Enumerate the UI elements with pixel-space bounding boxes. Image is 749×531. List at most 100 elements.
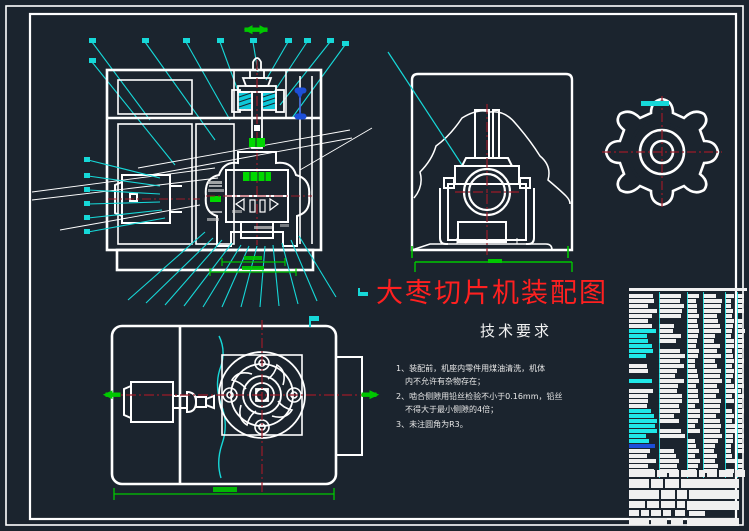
bom-row[interactable] — [629, 329, 747, 334]
title-block-cell[interactable] — [671, 518, 683, 525]
title-block-cell[interactable] — [651, 479, 663, 488]
title-block-cell[interactable] — [651, 510, 661, 516]
bom-cell-text — [725, 414, 734, 418]
machine-inner-frame — [117, 70, 313, 245]
bom-row[interactable] — [629, 414, 747, 419]
title-block-cell[interactable] — [629, 479, 649, 488]
bom-cell-text — [703, 314, 717, 318]
title-block-cell[interactable] — [629, 490, 659, 499]
title-block-cell[interactable] — [663, 510, 671, 516]
bom-row[interactable] — [629, 434, 747, 439]
bom-row[interactable] — [629, 324, 747, 329]
title-block-cell[interactable] — [651, 518, 667, 525]
bom-row[interactable] — [629, 299, 747, 304]
bom-row[interactable] — [629, 309, 747, 314]
bom-cell-text — [703, 459, 715, 463]
bom-row[interactable] — [629, 429, 747, 434]
bom-row[interactable] — [629, 364, 747, 369]
plan-detail-balloon — [309, 316, 319, 327]
bom-cell-text — [629, 319, 648, 323]
bom-row[interactable] — [629, 459, 747, 464]
bom-row[interactable] — [629, 344, 747, 349]
bom-row[interactable] — [629, 464, 747, 469]
bom-row[interactable] — [629, 369, 747, 374]
bom-highlight-row — [629, 444, 655, 448]
bom-row[interactable] — [629, 359, 747, 364]
bom-cell-text — [725, 454, 732, 458]
title-block-cell[interactable] — [665, 479, 679, 488]
bom-cell-text — [725, 344, 734, 348]
bom-cell-text — [659, 379, 684, 383]
bom-cell-text — [687, 389, 698, 393]
bom-row[interactable] — [629, 304, 747, 309]
bom-row[interactable] — [629, 339, 747, 344]
bom-row[interactable] — [629, 419, 747, 424]
bom-row[interactable] — [629, 399, 747, 404]
title-block-cell[interactable] — [677, 501, 685, 508]
bom-cell-text — [737, 424, 744, 428]
title-block-cell[interactable] — [689, 490, 739, 499]
title-block-cell[interactable] — [629, 518, 649, 525]
bom-row[interactable] — [629, 439, 747, 444]
bom-row[interactable] — [629, 404, 747, 409]
title-block-cell[interactable] — [641, 510, 649, 516]
bom-row[interactable] — [629, 394, 747, 399]
bom-row[interactable] — [629, 354, 747, 359]
bom-cell-text — [725, 449, 731, 453]
title-block-cell[interactable] — [735, 470, 745, 477]
bom-row[interactable] — [629, 409, 747, 414]
title-block-cell[interactable] — [647, 501, 659, 508]
bom-row[interactable] — [629, 349, 747, 354]
title-block-cell[interactable] — [681, 470, 697, 477]
title-block-cell[interactable] — [675, 510, 685, 516]
bom-cell-text — [659, 324, 674, 328]
bom-cell-text — [687, 429, 700, 433]
bom-cell-text — [737, 344, 744, 348]
bom-cell-text — [659, 394, 682, 398]
bom-row[interactable] — [629, 454, 747, 459]
title-block-cell[interactable] — [699, 470, 705, 477]
bom-row[interactable] — [629, 389, 747, 394]
title-block-cell[interactable] — [719, 470, 733, 477]
title-block-cell[interactable] — [677, 490, 687, 499]
title-block-cell[interactable] — [629, 501, 645, 508]
bom-cell-text — [737, 449, 744, 453]
bom-cell-text — [659, 389, 677, 393]
bill-of-materials-table[interactable] — [629, 288, 747, 528]
bom-cell-text — [725, 384, 734, 388]
bom-row[interactable] — [629, 314, 747, 319]
bom-cell-text — [703, 464, 718, 468]
bom-row[interactable] — [629, 334, 747, 339]
bom-column-divider — [703, 292, 704, 478]
bom-row[interactable] — [629, 319, 747, 324]
bom-row[interactable] — [629, 379, 747, 384]
bom-cell-text — [737, 439, 742, 443]
bom-cell-text — [725, 299, 731, 303]
title-block[interactable] — [629, 470, 747, 528]
title-block-cell[interactable] — [629, 470, 655, 477]
title-block-cell[interactable] — [669, 470, 679, 477]
title-block-cell[interactable] — [707, 470, 717, 477]
bom-row[interactable] — [629, 449, 747, 454]
requirement-3-num: 3、 — [396, 420, 410, 429]
title-block-cell[interactable] — [661, 490, 675, 499]
title-block-cell[interactable] — [687, 501, 739, 510]
title-block-cell[interactable] — [657, 470, 667, 477]
bom-cell-text — [687, 349, 699, 353]
plan-motor-block — [123, 381, 215, 423]
title-block-cell[interactable] — [629, 510, 639, 516]
bom-row[interactable] — [629, 374, 747, 379]
title-block-cell[interactable] — [661, 501, 675, 508]
title-block-cell[interactable] — [687, 518, 739, 526]
bom-row[interactable] — [629, 384, 747, 389]
title-block-cell[interactable] — [681, 479, 739, 488]
title-block-cell[interactable] — [689, 511, 705, 516]
bom-cell-text — [737, 329, 745, 333]
bom-column-divider — [737, 292, 738, 478]
bom-cell-text — [687, 449, 699, 453]
bom-row[interactable] — [629, 294, 747, 299]
shaft-marker — [254, 125, 260, 131]
bom-row[interactable] — [629, 424, 747, 429]
bom-cell-text — [687, 369, 697, 373]
